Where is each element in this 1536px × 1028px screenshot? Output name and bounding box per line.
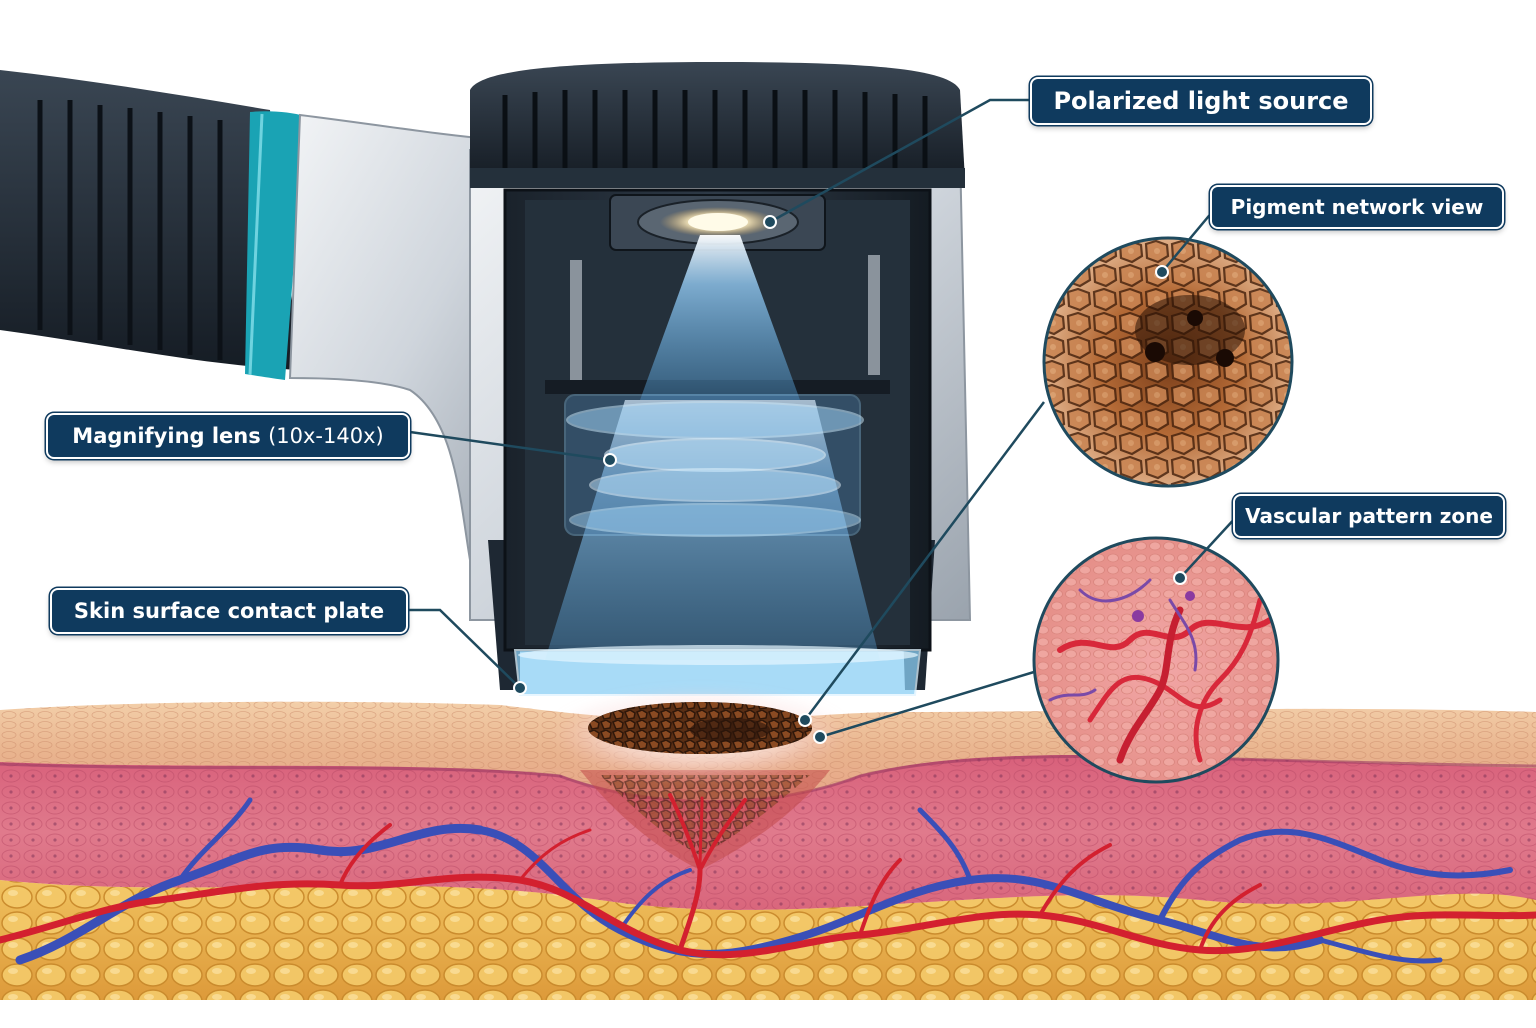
pigment-network-magnified-view [1042,236,1294,488]
skin-cross-section [0,701,1536,1000]
label-skin-contact-plate-text: Skin surface contact plate [73,599,385,623]
leader-lines [408,98,1239,739]
label-magnifying-lens-text: Magnifying lens [72,424,261,448]
label-polarized-light-source-text: Polarized light source [1053,87,1349,115]
label-vascular-pattern-zone: Vascular pattern zone [1233,494,1505,538]
label-skin-contact-plate: Skin surface contact plate [50,588,408,634]
label-pigment-network-view: Pigment network view [1210,185,1504,229]
vascular-pattern-magnified-view [1032,536,1280,784]
leader-dots [513,215,1187,744]
label-pigment-network-view-text: Pigment network view [1230,195,1484,219]
label-magnifying-lens: Magnifying lens (10x-140x) [46,413,410,459]
label-polarized-light-source: Polarized light source [1030,77,1372,125]
label-magnifying-lens-range: (10x-140x) [268,424,384,448]
label-vascular-pattern-zone-text: Vascular pattern zone [1245,504,1493,528]
dermatoscope-device [0,62,972,780]
